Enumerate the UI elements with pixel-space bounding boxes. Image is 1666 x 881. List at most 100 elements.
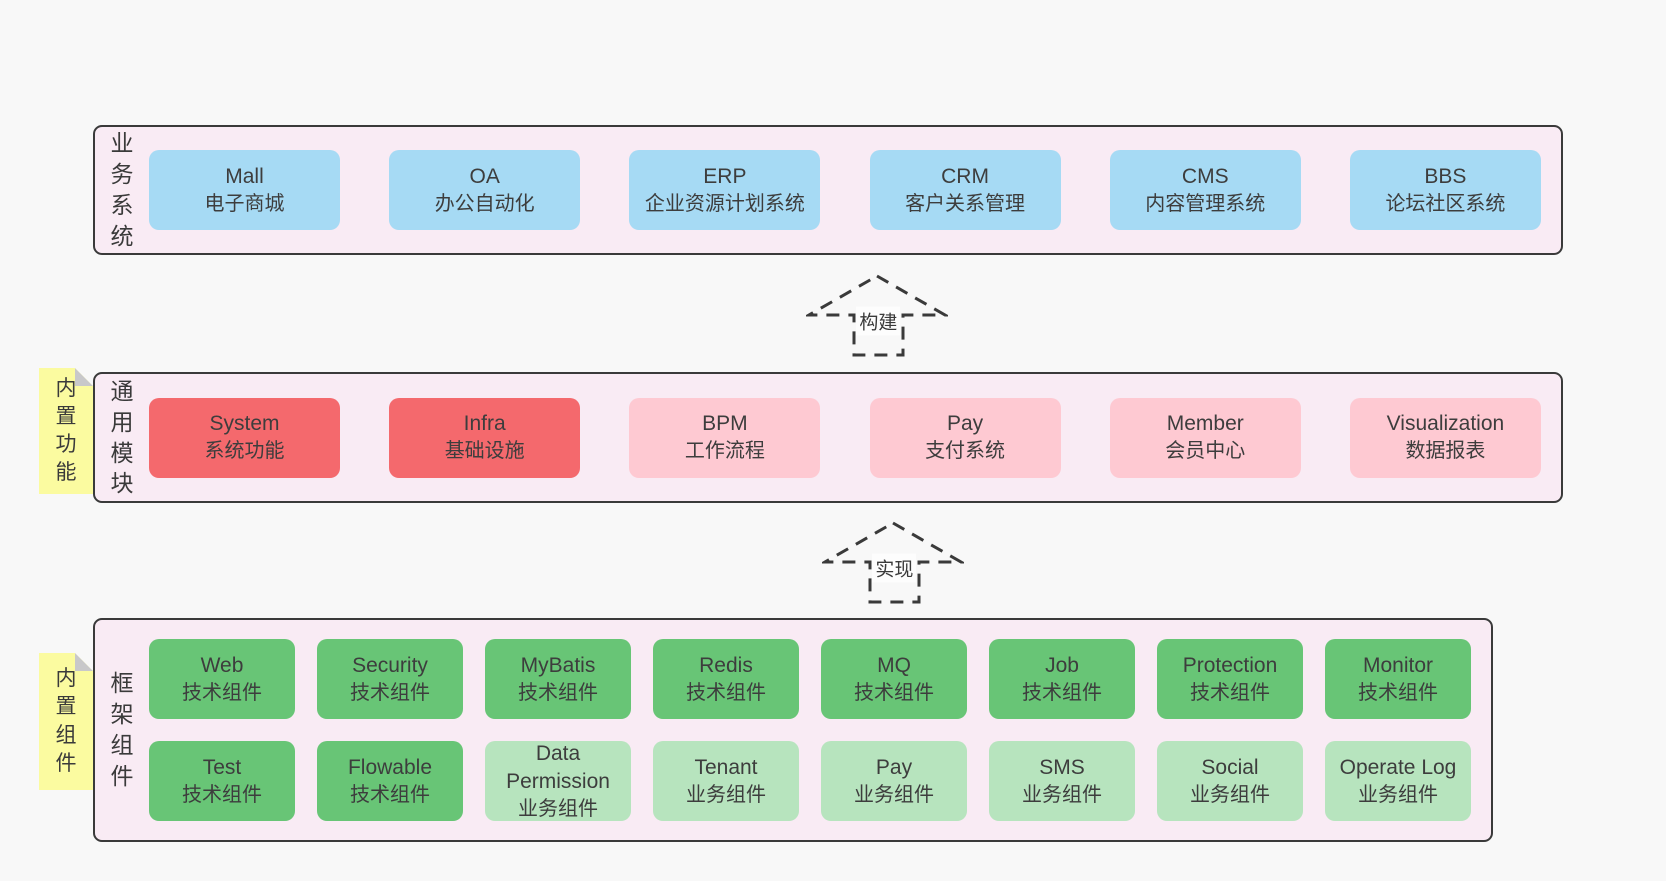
box-title: Monitor <box>1362 653 1434 677</box>
box-title: CRM <box>941 164 989 188</box>
box-title: BPM <box>702 412 748 436</box>
box-monitor: Monitor 技术组件 <box>1325 639 1471 719</box>
box-subtitle: 业务组件 <box>686 783 766 806</box>
dashed-up-arrow <box>806 274 948 357</box>
box-subtitle: 技术组件 <box>686 681 766 704</box>
box-subtitle: 论坛社区系统 <box>1385 192 1506 215</box>
box-subtitle: 业务组件 <box>1358 783 1438 806</box>
box-web: Web 技术组件 <box>149 639 295 719</box>
box-subtitle: 技术组件 <box>1022 681 1102 704</box>
sticky-note-built-in-features: 内置功能 <box>39 368 93 494</box>
box-subtitle: 办公自动化 <box>434 192 535 215</box>
box-title: Protection <box>1182 653 1278 677</box>
box-title: Job <box>1045 653 1079 677</box>
box-title: SMS <box>1039 755 1085 779</box>
layer-common-label: 通用模块 <box>110 377 134 497</box>
box-title: Mall <box>225 164 264 188</box>
box-title: Web <box>200 653 244 677</box>
box-security: Security 技术组件 <box>317 639 463 719</box>
box-title: Test <box>202 755 242 779</box>
arrow-build: 构建 <box>806 273 948 358</box>
box-protection: Protection 技术组件 <box>1157 639 1303 719</box>
box-subtitle: 工作流程 <box>684 440 765 463</box>
box-title: Data Permission <box>506 742 610 793</box>
box-tenant: Tenant 业务组件 <box>653 741 799 821</box>
box-title: MQ <box>877 653 911 677</box>
arrow-build-label: 构建 <box>856 306 901 336</box>
box-title: BBS <box>1424 164 1467 188</box>
box-title: MyBatis <box>520 653 596 677</box>
box-subtitle: 会员中心 <box>1165 440 1246 463</box>
box-subtitle: 客户关系管理 <box>905 192 1026 215</box>
box-subtitle: 技术组件 <box>182 681 262 704</box>
box-title: OA <box>469 164 500 188</box>
box-test: Test 技术组件 <box>149 741 295 821</box>
framework-box-row-1: Web 技术组件 Security 技术组件 MyBatis 技术组件 Redi… <box>149 639 1471 719</box>
box-title: Visualization <box>1386 412 1505 436</box>
box-member: Member 会员中心 <box>1109 397 1301 478</box>
box-title: Pay <box>875 755 913 779</box>
box-visualization: Visualization 数据报表 <box>1349 397 1541 478</box>
layer-business-label-wrap: 业务系统 <box>95 127 149 253</box>
box-subtitle: 业务组件 <box>1190 783 1270 806</box>
box-data-permission: Data Permission 业务组件 <box>485 741 631 821</box>
box-title: CMS <box>1181 164 1229 188</box>
box-mq: MQ 技术组件 <box>821 639 967 719</box>
box-infra: Infra 基础设施 <box>389 397 581 478</box>
box-title: Redis <box>699 653 753 677</box>
box-subtitle: 技术组件 <box>1358 681 1438 704</box>
box-subtitle: 数据报表 <box>1405 440 1486 463</box>
box-title: Pay <box>946 412 984 436</box>
box-cms: CMS 内容管理系统 <box>1109 150 1301 230</box>
framework-boxes: Web 技术组件 Security 技术组件 MyBatis 技术组件 Redi… <box>149 620 1491 840</box>
common-boxes: System 系统功能 Infra 基础设施 BPM 工作流程 Pay 支付系统… <box>149 374 1561 501</box>
box-subtitle: 业务组件 <box>518 797 598 820</box>
box-subtitle: 内容管理系统 <box>1145 192 1266 215</box>
box-subtitle: 业务组件 <box>854 783 934 806</box>
business-boxes: Mall 电子商城 OA 办公自动化 ERP 企业资源计划系统 CRM 客户关系… <box>149 127 1561 253</box>
box-title: Infra <box>463 412 506 436</box>
box-title: System <box>209 412 280 436</box>
box-flowable: Flowable 技术组件 <box>317 741 463 821</box>
box-system: System 系统功能 <box>149 397 340 478</box>
sticky-note-built-in-components: 内置组件 <box>39 653 93 790</box>
box-subtitle: 技术组件 <box>350 783 430 806</box>
box-erp: ERP 企业资源计划系统 <box>629 150 821 230</box>
box-subtitle: 技术组件 <box>350 681 430 704</box>
box-pay-component: Pay 业务组件 <box>821 741 967 821</box>
box-title: ERP <box>703 164 747 188</box>
box-bbs: BBS 论坛社区系统 <box>1349 150 1541 230</box>
box-job: Job 技术组件 <box>989 639 1135 719</box>
sticky-note-label: 内置功能 <box>55 376 77 485</box>
framework-box-row-2: Test 技术组件 Flowable 技术组件 Data Permission … <box>149 741 1471 821</box>
box-title: Flowable <box>347 755 433 779</box>
layer-common-modules: 通用模块 System 系统功能 Infra 基础设施 BPM 工作流程 Pay <box>93 372 1563 503</box>
box-title: Operate Log <box>1339 755 1457 779</box>
box-title: Security <box>352 653 428 677</box>
box-subtitle: 技术组件 <box>854 681 934 704</box>
box-subtitle: 基础设施 <box>444 440 525 463</box>
box-subtitle: 技术组件 <box>182 783 262 806</box>
layer-business-systems: 业务系统 Mall 电子商城 OA 办公自动化 ERP 企业资源计划系统 CRM <box>93 125 1563 255</box>
box-subtitle: 系统功能 <box>204 440 285 463</box>
box-social: Social 业务组件 <box>1157 741 1303 821</box>
box-subtitle: 企业资源计划系统 <box>644 192 805 215</box>
dashed-up-arrow <box>822 521 964 604</box>
box-subtitle: 电子商城 <box>204 192 285 215</box>
box-mybatis: MyBatis 技术组件 <box>485 639 631 719</box>
arrow-implement-label: 实现 <box>872 553 917 583</box>
arrow-implement: 实现 <box>822 520 964 605</box>
box-pay-module: Pay 支付系统 <box>869 397 1061 478</box>
layer-framework-label: 框架组件 <box>110 670 134 789</box>
box-sms: SMS 业务组件 <box>989 741 1135 821</box>
layer-common-label-wrap: 通用模块 <box>95 374 149 501</box>
box-title: Social <box>1201 755 1259 779</box>
layer-framework-label-wrap: 框架组件 <box>95 620 149 840</box>
box-subtitle: 支付系统 <box>925 440 1006 463</box>
business-box-row: Mall 电子商城 OA 办公自动化 ERP 企业资源计划系统 CRM 客户关系… <box>149 150 1541 230</box>
box-subtitle: 技术组件 <box>518 681 598 704</box>
layer-framework-components: 框架组件 Web 技术组件 Security 技术组件 MyBatis 技术组件… <box>93 618 1493 842</box>
box-redis: Redis 技术组件 <box>653 639 799 719</box>
box-operate-log: Operate Log 业务组件 <box>1325 741 1471 821</box>
